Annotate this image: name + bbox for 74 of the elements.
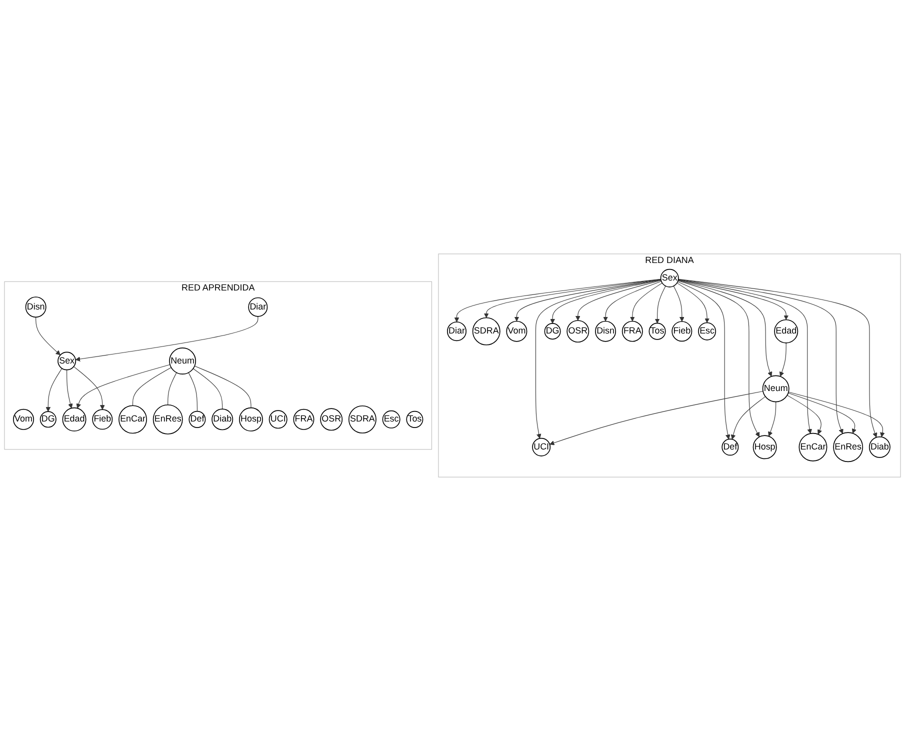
node-circle: Sex [58, 352, 76, 370]
node-circle: FRA [293, 408, 314, 430]
arrow [514, 279, 662, 322]
arrow [575, 280, 662, 321]
connector [192, 368, 223, 410]
node-circle: Disn [25, 296, 46, 318]
node-circle: Disn [595, 320, 616, 342]
node-circle: EnCar [798, 432, 828, 462]
arrow [788, 392, 885, 438]
arrow [73, 366, 105, 410]
node-circle: Tos [406, 410, 424, 428]
node-circle: SDRA [348, 405, 376, 434]
node-circle: EnCar [118, 405, 147, 434]
arrow [678, 278, 878, 438]
node-circle: Def [722, 438, 739, 456]
node-circle: UCI [268, 410, 288, 429]
node-circle: Edad [774, 319, 798, 344]
node-circle: Hosp [752, 435, 777, 460]
node-circle: Esc [698, 322, 716, 340]
node-circle: Sex [660, 268, 679, 288]
arrow [46, 368, 62, 412]
arrow [768, 402, 776, 436]
node-circle: Diar [248, 297, 268, 317]
connector [194, 366, 252, 408]
arrow [75, 316, 258, 362]
arrow [76, 364, 170, 408]
node-circle: DG [40, 411, 56, 428]
arrow [603, 280, 662, 322]
node-circle: Fieb [92, 409, 113, 430]
node-circle: EnRes [833, 432, 864, 462]
node-circle: Esc [382, 410, 400, 428]
node-circle: Vom [506, 320, 528, 342]
arrow [676, 282, 710, 323]
node-circle: SDRA [472, 317, 500, 346]
arrow [779, 342, 786, 377]
arrow [630, 282, 662, 322]
node-circle: Diab [868, 436, 890, 458]
arrow [678, 280, 789, 320]
node-circle: UCI [532, 438, 551, 456]
connector [188, 372, 198, 412]
arrow [786, 395, 822, 435]
arrow [36, 316, 61, 356]
node-circle: Neum [762, 375, 790, 402]
arrow [484, 279, 662, 318]
arrow [673, 286, 684, 322]
node-circle: FRA [622, 320, 643, 342]
arrow [535, 279, 662, 439]
arrow [788, 392, 857, 434]
node-circle: OSR [566, 320, 590, 343]
node-circle: Diar [447, 322, 466, 342]
arrow [678, 280, 772, 377]
arrow [678, 280, 760, 438]
arrow [654, 286, 666, 324]
node-circle: DG [544, 323, 561, 340]
node-circle: OSR [320, 408, 343, 431]
arrow [678, 279, 844, 434]
node-circle: Neum [169, 348, 196, 374]
node-circle: EnRes [152, 404, 183, 434]
connector [168, 372, 177, 406]
arrow [549, 390, 764, 446]
arrow [678, 279, 812, 434]
node-circle: Diab [212, 408, 234, 430]
connector [132, 367, 172, 406]
arrow [454, 278, 662, 322]
node-circle: Tos [648, 322, 666, 340]
arrow [550, 280, 662, 324]
node-circle: Def [188, 410, 206, 428]
node-circle: Edad [62, 407, 86, 432]
arrow [66, 370, 73, 408]
node-circle: Vom [13, 408, 34, 430]
arrow [730, 396, 766, 440]
arrow [677, 281, 730, 440]
node-circle: Hosp [238, 407, 263, 432]
node-circle: Fieb [672, 321, 692, 342]
